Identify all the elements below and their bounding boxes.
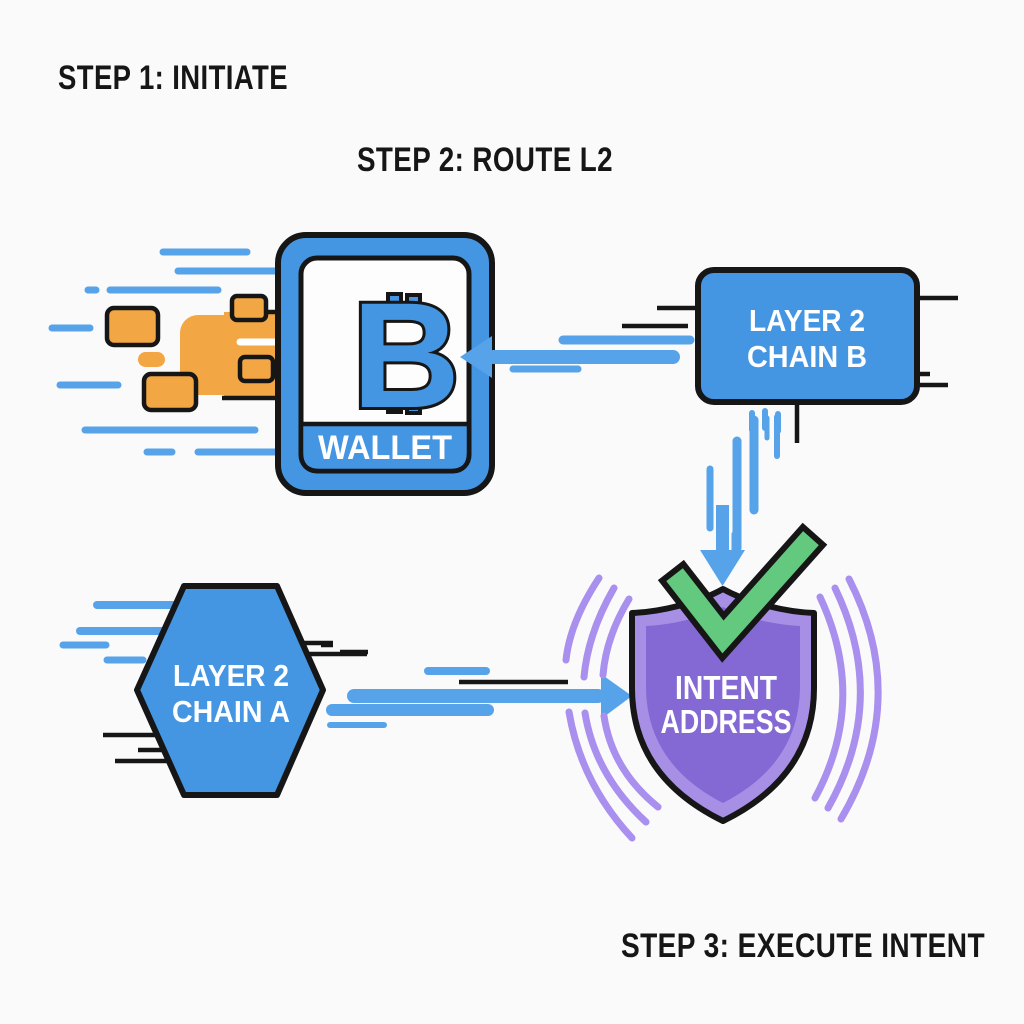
wallet-label: WALLET: [318, 429, 452, 467]
intent-address-node: INTENT ADDRESS: [562, 522, 882, 842]
chain-a-node: LAYER 2 CHAIN A: [59, 583, 367, 798]
wallet-node: WALLET B: [275, 232, 495, 496]
arrow-chainb-to-wallet: [460, 335, 695, 378]
arrow-chainb-to-intent: [700, 408, 781, 586]
step3-title: STEP 3: EXECUTE INTENT: [621, 927, 985, 965]
svg-text:B: B: [352, 271, 460, 439]
radiating-arcs-icon: [562, 574, 882, 842]
checkmark-icon: [657, 522, 828, 663]
intent-address-label-line1: INTENT: [675, 669, 777, 706]
arrowhead-right-icon: [601, 674, 632, 719]
block-icon: [229, 293, 269, 323]
intent-address-label-line2: ADDRESS: [661, 703, 792, 740]
arrowhead-down-icon: [700, 550, 745, 586]
chain-b-label-line2: CHAIN B: [747, 339, 867, 374]
chain-a-hexagon: [134, 583, 326, 798]
chain-a-label-line1: LAYER 2: [173, 658, 289, 693]
chain-b-label-line1: LAYER 2: [749, 303, 865, 338]
chain-a-label-line2: CHAIN A: [172, 694, 290, 729]
arrowhead-left-icon: [460, 336, 492, 378]
step1-title: STEP 1: INITIATE: [58, 59, 288, 97]
block-icon: [141, 371, 199, 413]
arrow-chaina-to-intent: [321, 642, 632, 728]
block-icon: [237, 354, 276, 384]
wallet-label-band: [298, 421, 472, 474]
chain-b-node: LAYER 2 CHAIN B: [622, 267, 958, 443]
speed-lines-wallet: [48, 248, 287, 456]
bitcoin-icon: B: [349, 268, 463, 442]
chain-b-box: [695, 267, 920, 405]
step2-title: STEP 2: ROUTE L2: [357, 141, 613, 179]
block-icon: [104, 305, 161, 348]
